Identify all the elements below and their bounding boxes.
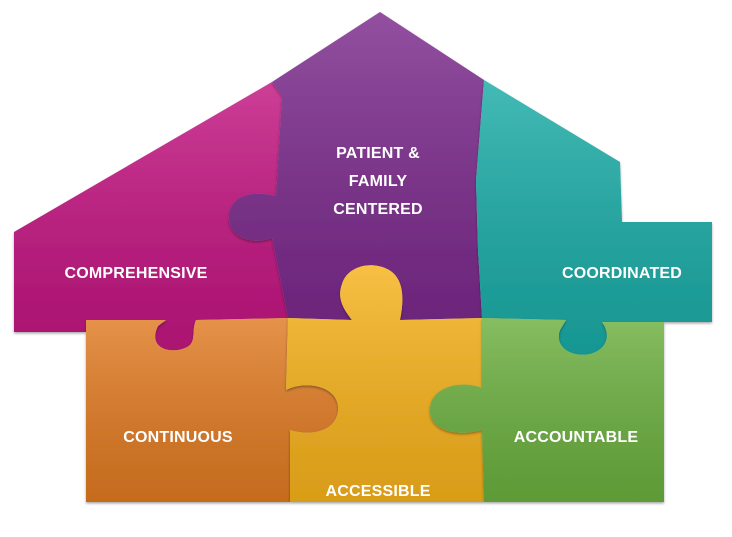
label-accessible: ACCESSIBLE [325, 483, 430, 500]
piece-accountable [429, 318, 664, 502]
piece-continuous [86, 318, 339, 502]
piece-accessible [286, 265, 484, 502]
piece-coordinated [476, 80, 712, 355]
label-patient-line-2: FAMILY [349, 173, 408, 190]
label-accountable: ACCOUNTABLE [514, 429, 639, 446]
label-patient-line-1: PATIENT & [336, 145, 420, 162]
piece-comprehensive [14, 82, 288, 351]
label-coordinated: COORDINATED [562, 265, 682, 282]
label-comprehensive: COMPREHENSIVE [64, 265, 207, 282]
piece-patient-family [228, 12, 484, 320]
label-continuous: CONTINUOUS [123, 429, 233, 446]
label-patient-line-3: CENTERED [333, 201, 423, 218]
